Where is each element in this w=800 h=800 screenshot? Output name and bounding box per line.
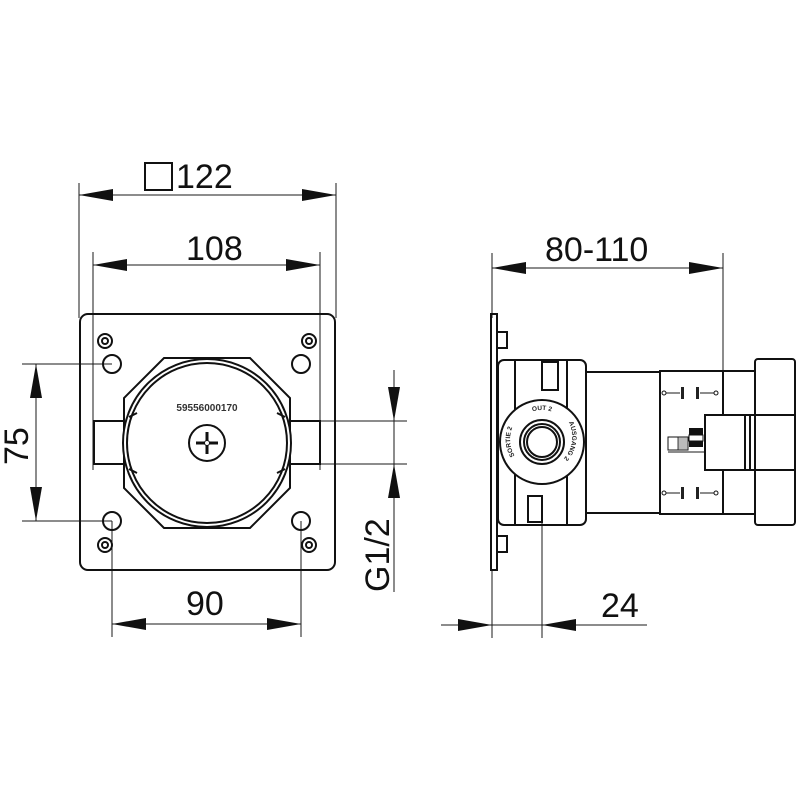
end-cap xyxy=(754,358,796,526)
mounting-holes xyxy=(102,354,311,531)
dimension-depth-range: 80-110 xyxy=(491,231,724,415)
outlet-port: OUT 2 AUSGANG 2 SORTIE 2 xyxy=(499,399,585,485)
depth-scale-top xyxy=(661,387,719,399)
cartridge-spindle xyxy=(667,428,705,453)
right-port-tab xyxy=(288,420,321,465)
port-label-left: SORTIE 2 xyxy=(505,425,517,458)
dimension-bottom-holes: 90 xyxy=(111,521,302,637)
front-view: 122 108 75 90 xyxy=(0,158,407,637)
dim-90-text: 90 xyxy=(186,585,224,623)
screw-holes xyxy=(97,333,317,553)
port-label-top: OUT 2 xyxy=(531,405,553,414)
dim-overall-width-text: 122 xyxy=(176,158,233,196)
side-view: 80-110 24 OUT 2 xyxy=(441,231,796,638)
spindle-block xyxy=(704,414,751,471)
body-slot-top xyxy=(541,361,559,391)
dimension-hole-spacing-vertical: 75 xyxy=(0,363,112,522)
valve-sleeve xyxy=(585,371,661,514)
lug-top xyxy=(496,331,508,349)
lug-bottom xyxy=(496,535,508,553)
dim-thread-text: G1/2 xyxy=(359,518,397,592)
phillips-screw-icon xyxy=(188,424,226,462)
dim-75-text: 75 xyxy=(0,427,36,465)
dim-depth-text: 80-110 xyxy=(545,231,648,269)
dimension-overall-width: 122 xyxy=(78,158,337,318)
dimension-flange: 24 xyxy=(441,520,647,638)
depth-scale-bottom xyxy=(661,487,719,499)
dimension-thread: G1/2 xyxy=(318,370,407,592)
dim-108-text: 108 xyxy=(186,230,243,268)
square-symbol-icon xyxy=(144,162,173,191)
housing-inner-ring xyxy=(126,362,288,524)
part-number: 59556000170 xyxy=(176,403,238,414)
body-slot-bottom xyxy=(527,495,543,523)
mounting-plate xyxy=(79,313,336,571)
left-port-tab xyxy=(93,420,126,465)
flange-plate xyxy=(490,313,498,571)
dim-24-text: 24 xyxy=(601,587,639,625)
